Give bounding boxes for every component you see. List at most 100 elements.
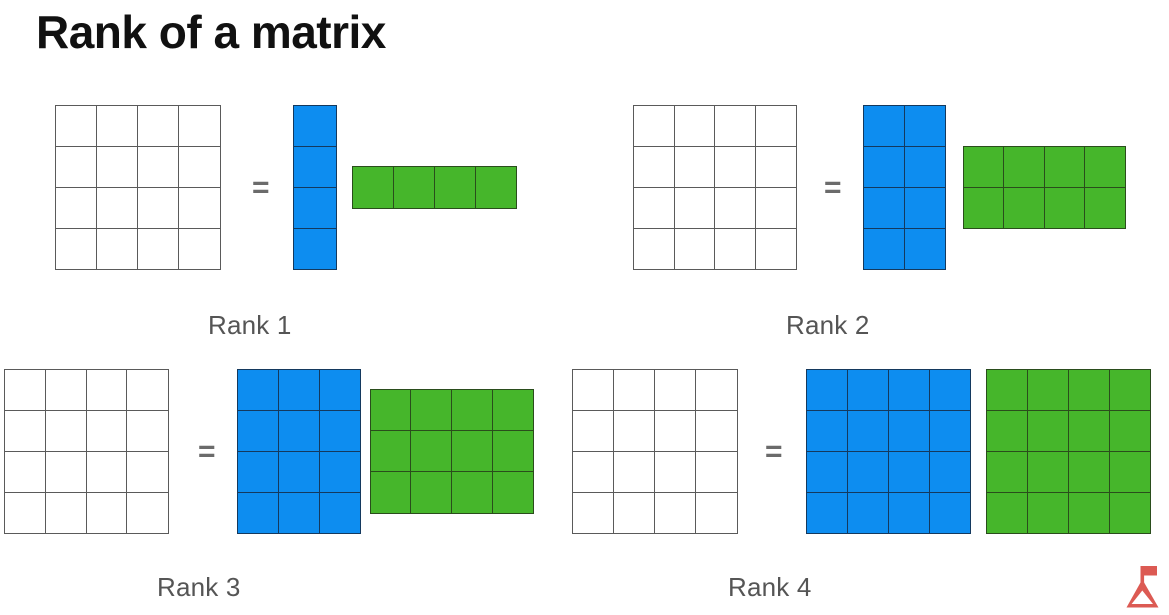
matrix-cell xyxy=(754,104,797,148)
matrix-cell xyxy=(1084,145,1127,189)
matrix-cell xyxy=(1043,186,1086,230)
matrix-cell xyxy=(126,491,169,535)
matrix-cell xyxy=(962,186,1005,230)
matrix-cell xyxy=(654,450,697,494)
matrix-cell xyxy=(887,409,931,453)
matrix-cell xyxy=(714,227,757,271)
matrix-cell xyxy=(474,166,518,209)
matrix-cell xyxy=(1026,368,1070,412)
matrix-cell xyxy=(451,430,494,473)
matrix-cell xyxy=(633,145,676,189)
matrix-cell xyxy=(805,409,849,453)
matrix-cell xyxy=(805,450,849,494)
matrix-cell xyxy=(673,227,716,271)
matrix-cell xyxy=(178,145,221,189)
matrix-cell xyxy=(44,409,88,453)
matrix-cell xyxy=(572,409,615,453)
matrix-cell xyxy=(236,450,280,494)
matrix-cell xyxy=(846,491,890,535)
matrix-cell xyxy=(862,186,906,230)
matrix-cell xyxy=(1026,409,1070,453)
matrix-cell xyxy=(491,389,535,432)
matrix-cell xyxy=(351,166,395,209)
matrix-cell xyxy=(55,186,98,230)
matrix-cell xyxy=(962,145,1005,189)
matrix-cell xyxy=(928,368,972,412)
matrix-cell xyxy=(928,409,972,453)
matrix-cell xyxy=(1067,368,1111,412)
rank-3-right-factor xyxy=(369,389,535,514)
matrix-cell xyxy=(369,471,413,514)
rank-3-product-matrix xyxy=(4,368,169,535)
matrix-cell xyxy=(887,450,931,494)
matrix-cell xyxy=(318,368,362,412)
matrix-cell xyxy=(887,491,931,535)
rank-2-right-factor xyxy=(962,145,1127,230)
matrix-cell xyxy=(633,104,676,148)
matrix-cell xyxy=(96,186,139,230)
matrix-cell xyxy=(1108,491,1152,535)
matrix-cell xyxy=(236,409,280,453)
matrix-cell xyxy=(55,145,98,189)
matrix-cell xyxy=(613,409,656,453)
matrix-cell xyxy=(4,491,47,535)
matrix-cell xyxy=(277,409,321,453)
matrix-cell xyxy=(862,227,906,271)
matrix-cell xyxy=(1067,450,1111,494)
equals-sign-1: = xyxy=(252,170,270,204)
matrix-cell xyxy=(572,450,615,494)
matrix-cell xyxy=(928,491,972,535)
matrix-cell xyxy=(695,491,738,535)
matrix-cell xyxy=(55,227,98,271)
matrix-cell xyxy=(369,430,413,473)
matrix-cell xyxy=(491,430,535,473)
matrix-cell xyxy=(695,409,738,453)
matrix-cell xyxy=(318,409,362,453)
matrix-cell xyxy=(451,389,494,432)
matrix-cell xyxy=(277,491,321,535)
rank-2-caption: Rank 2 xyxy=(786,310,870,340)
matrix-cell xyxy=(44,491,88,535)
matrix-cell xyxy=(673,186,716,230)
matrix-cell xyxy=(613,450,656,494)
matrix-cell xyxy=(1067,409,1111,453)
matrix-cell xyxy=(4,450,47,494)
matrix-cell xyxy=(44,368,88,412)
matrix-cell xyxy=(903,227,947,271)
matrix-cell xyxy=(85,450,129,494)
matrix-cell xyxy=(292,145,338,189)
rank-4-caption: Rank 4 xyxy=(728,572,812,602)
matrix-cell xyxy=(410,471,453,514)
matrix-cell xyxy=(654,491,697,535)
matrix-cell xyxy=(613,491,656,535)
matrix-cell xyxy=(1084,186,1127,230)
matrix-cell xyxy=(1026,450,1070,494)
matrix-cell xyxy=(491,471,535,514)
matrix-cell xyxy=(1003,145,1046,189)
matrix-cell xyxy=(846,409,890,453)
matrix-cell xyxy=(451,471,494,514)
rank-2-panel: = xyxy=(633,104,1127,271)
page-title: Rank of a matrix xyxy=(36,6,386,58)
matrix-cell xyxy=(846,368,890,412)
equals-sign-3: = xyxy=(198,434,216,468)
matrix-cell xyxy=(1043,145,1086,189)
matrix-cell xyxy=(85,491,129,535)
rank-1-product-matrix xyxy=(55,104,221,271)
matrix-cell xyxy=(44,450,88,494)
matrix-cell xyxy=(137,227,180,271)
matrix-cell xyxy=(96,104,139,148)
matrix-cell xyxy=(572,491,615,535)
matrix-cell xyxy=(633,227,676,271)
rank-4-panel: = xyxy=(572,368,1152,535)
matrix-cell xyxy=(654,368,697,412)
rank-1-panel: = xyxy=(55,104,518,271)
matrix-cell xyxy=(126,368,169,412)
rank-3-caption: Rank 3 xyxy=(157,572,241,602)
rank-2-product-matrix xyxy=(633,104,797,271)
rank-1-right-factor xyxy=(351,166,518,209)
matrix-cell xyxy=(236,368,280,412)
matrix-cell xyxy=(714,104,757,148)
matrix-cell xyxy=(292,104,338,148)
matrix-cell xyxy=(4,409,47,453)
